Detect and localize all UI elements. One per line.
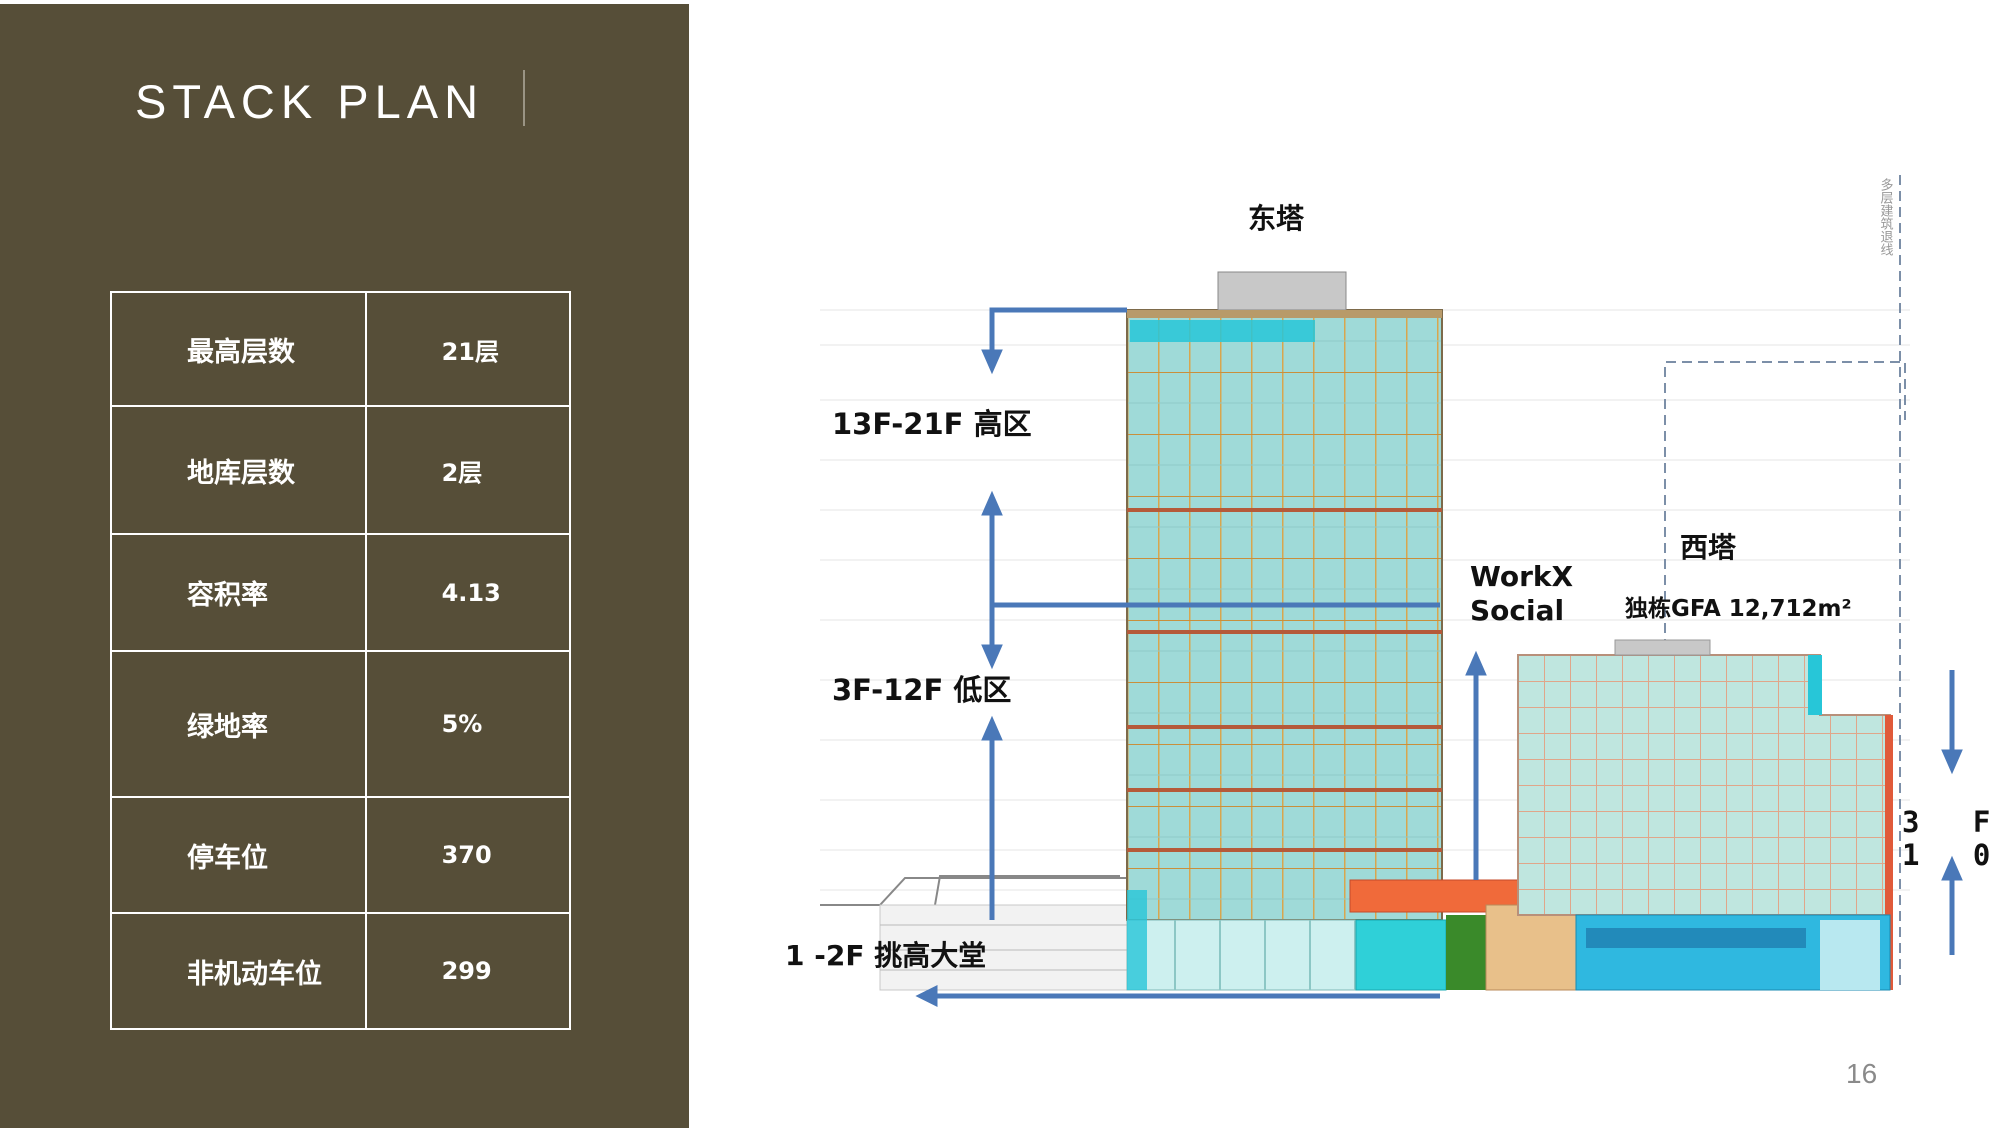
- stat-value: 21层: [364, 291, 572, 407]
- podium-facade: [879, 904, 1128, 991]
- title-divider: [523, 70, 525, 126]
- stat-label: 非机动车位: [110, 912, 367, 1030]
- stat-label: 绿地率: [110, 650, 367, 798]
- high-zone-label: 13F-21F 高区: [832, 407, 1032, 441]
- stat-value: 4.13: [364, 533, 572, 652]
- page-number: 16: [1846, 1058, 1878, 1089]
- west-gfa-label: 独栋GFA 12,712m²: [1625, 595, 1852, 622]
- left-panel: STACK PLAN 最高层数 21层 地库层数 2层 容积率 4.13 绿地率…: [0, 4, 689, 1128]
- stat-value: 5%: [364, 650, 572, 798]
- west-floors-label-line2: 1 0 F: [1902, 838, 2000, 872]
- setback-note: 多层建筑退线: [1878, 177, 1894, 256]
- stat-label: 容积率: [110, 533, 367, 652]
- table-row: 绿地率 5%: [110, 650, 572, 798]
- west-floors-label-line1: 3 F -: [1902, 805, 2000, 839]
- zone-arrows: [915, 307, 1963, 1008]
- west-tower: [1517, 654, 1891, 916]
- workx-label-line1: WorkX: [1470, 560, 1574, 593]
- low-zone-label: 3F-12F 低区: [832, 673, 1011, 707]
- east-tower-roof: [1217, 271, 1347, 311]
- building-elevation-drawing: 多层建筑退线: [785, 175, 1963, 1008]
- stat-value: 2层: [364, 405, 572, 535]
- slide-title: STACK PLAN: [135, 75, 485, 128]
- podium-outline: [820, 875, 1127, 906]
- table-row: 地库层数 2层: [110, 405, 572, 535]
- stat-value: 299: [364, 912, 572, 1030]
- stat-label: 地库层数: [110, 405, 367, 535]
- stats-table: 最高层数 21层 地库层数 2层 容积率 4.13 绿地率 5% 停车位 370…: [110, 291, 572, 1030]
- east-tower: [1126, 309, 1443, 921]
- workx-label-line2: Social: [1470, 594, 1564, 627]
- west-tower-label: 西塔: [1680, 531, 1737, 564]
- table-row: 非机动车位 299: [110, 912, 572, 1030]
- stat-label: 停车位: [110, 796, 367, 914]
- table-row: 停车位 370: [110, 796, 572, 914]
- east-tower-label: 东塔: [1248, 202, 1305, 235]
- stat-value: 370: [364, 796, 572, 914]
- stat-label: 最高层数: [110, 291, 367, 407]
- table-row: 最高层数 21层: [110, 291, 572, 407]
- table-row: 容积率 4.13: [110, 533, 572, 652]
- lobby-label: 1 -2F 挑高大堂: [785, 939, 986, 972]
